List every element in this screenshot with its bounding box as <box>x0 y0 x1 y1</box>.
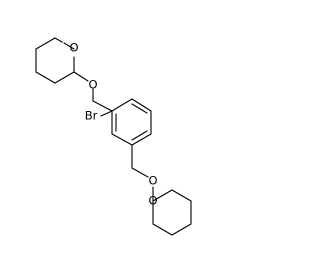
bond <box>131 98 152 112</box>
ether-oxygen-top-label: O <box>88 78 97 92</box>
bond <box>54 71 75 84</box>
top-thp-ring <box>35 37 75 84</box>
ether-oxygen-bottom-label: O <box>148 174 157 188</box>
bond <box>131 167 149 178</box>
bond <box>63 42 75 50</box>
bond <box>111 98 133 112</box>
bond <box>92 100 113 112</box>
structure-canvas: O O Br O O <box>35 37 192 236</box>
bond <box>131 103 148 114</box>
bottom-linker <box>131 144 154 202</box>
bond <box>152 223 173 236</box>
bond <box>171 189 192 202</box>
bond <box>131 130 148 141</box>
benzene-ring <box>111 98 152 146</box>
bromine-label: Br <box>85 109 98 123</box>
bond <box>35 71 56 84</box>
bond <box>73 71 89 82</box>
bond <box>35 37 56 50</box>
bottom-thp-ring <box>152 189 192 236</box>
bond <box>111 133 133 146</box>
bond <box>171 223 192 236</box>
ring-oxygen-bottom-label: O <box>148 194 157 208</box>
bond <box>54 37 63 43</box>
bond <box>131 133 152 146</box>
bond <box>100 110 113 117</box>
top-linker <box>73 71 113 112</box>
molecule-drawing: O O Br O O <box>35 37 192 236</box>
bond <box>152 189 173 202</box>
ring-oxygen-top-label: O <box>69 41 78 55</box>
